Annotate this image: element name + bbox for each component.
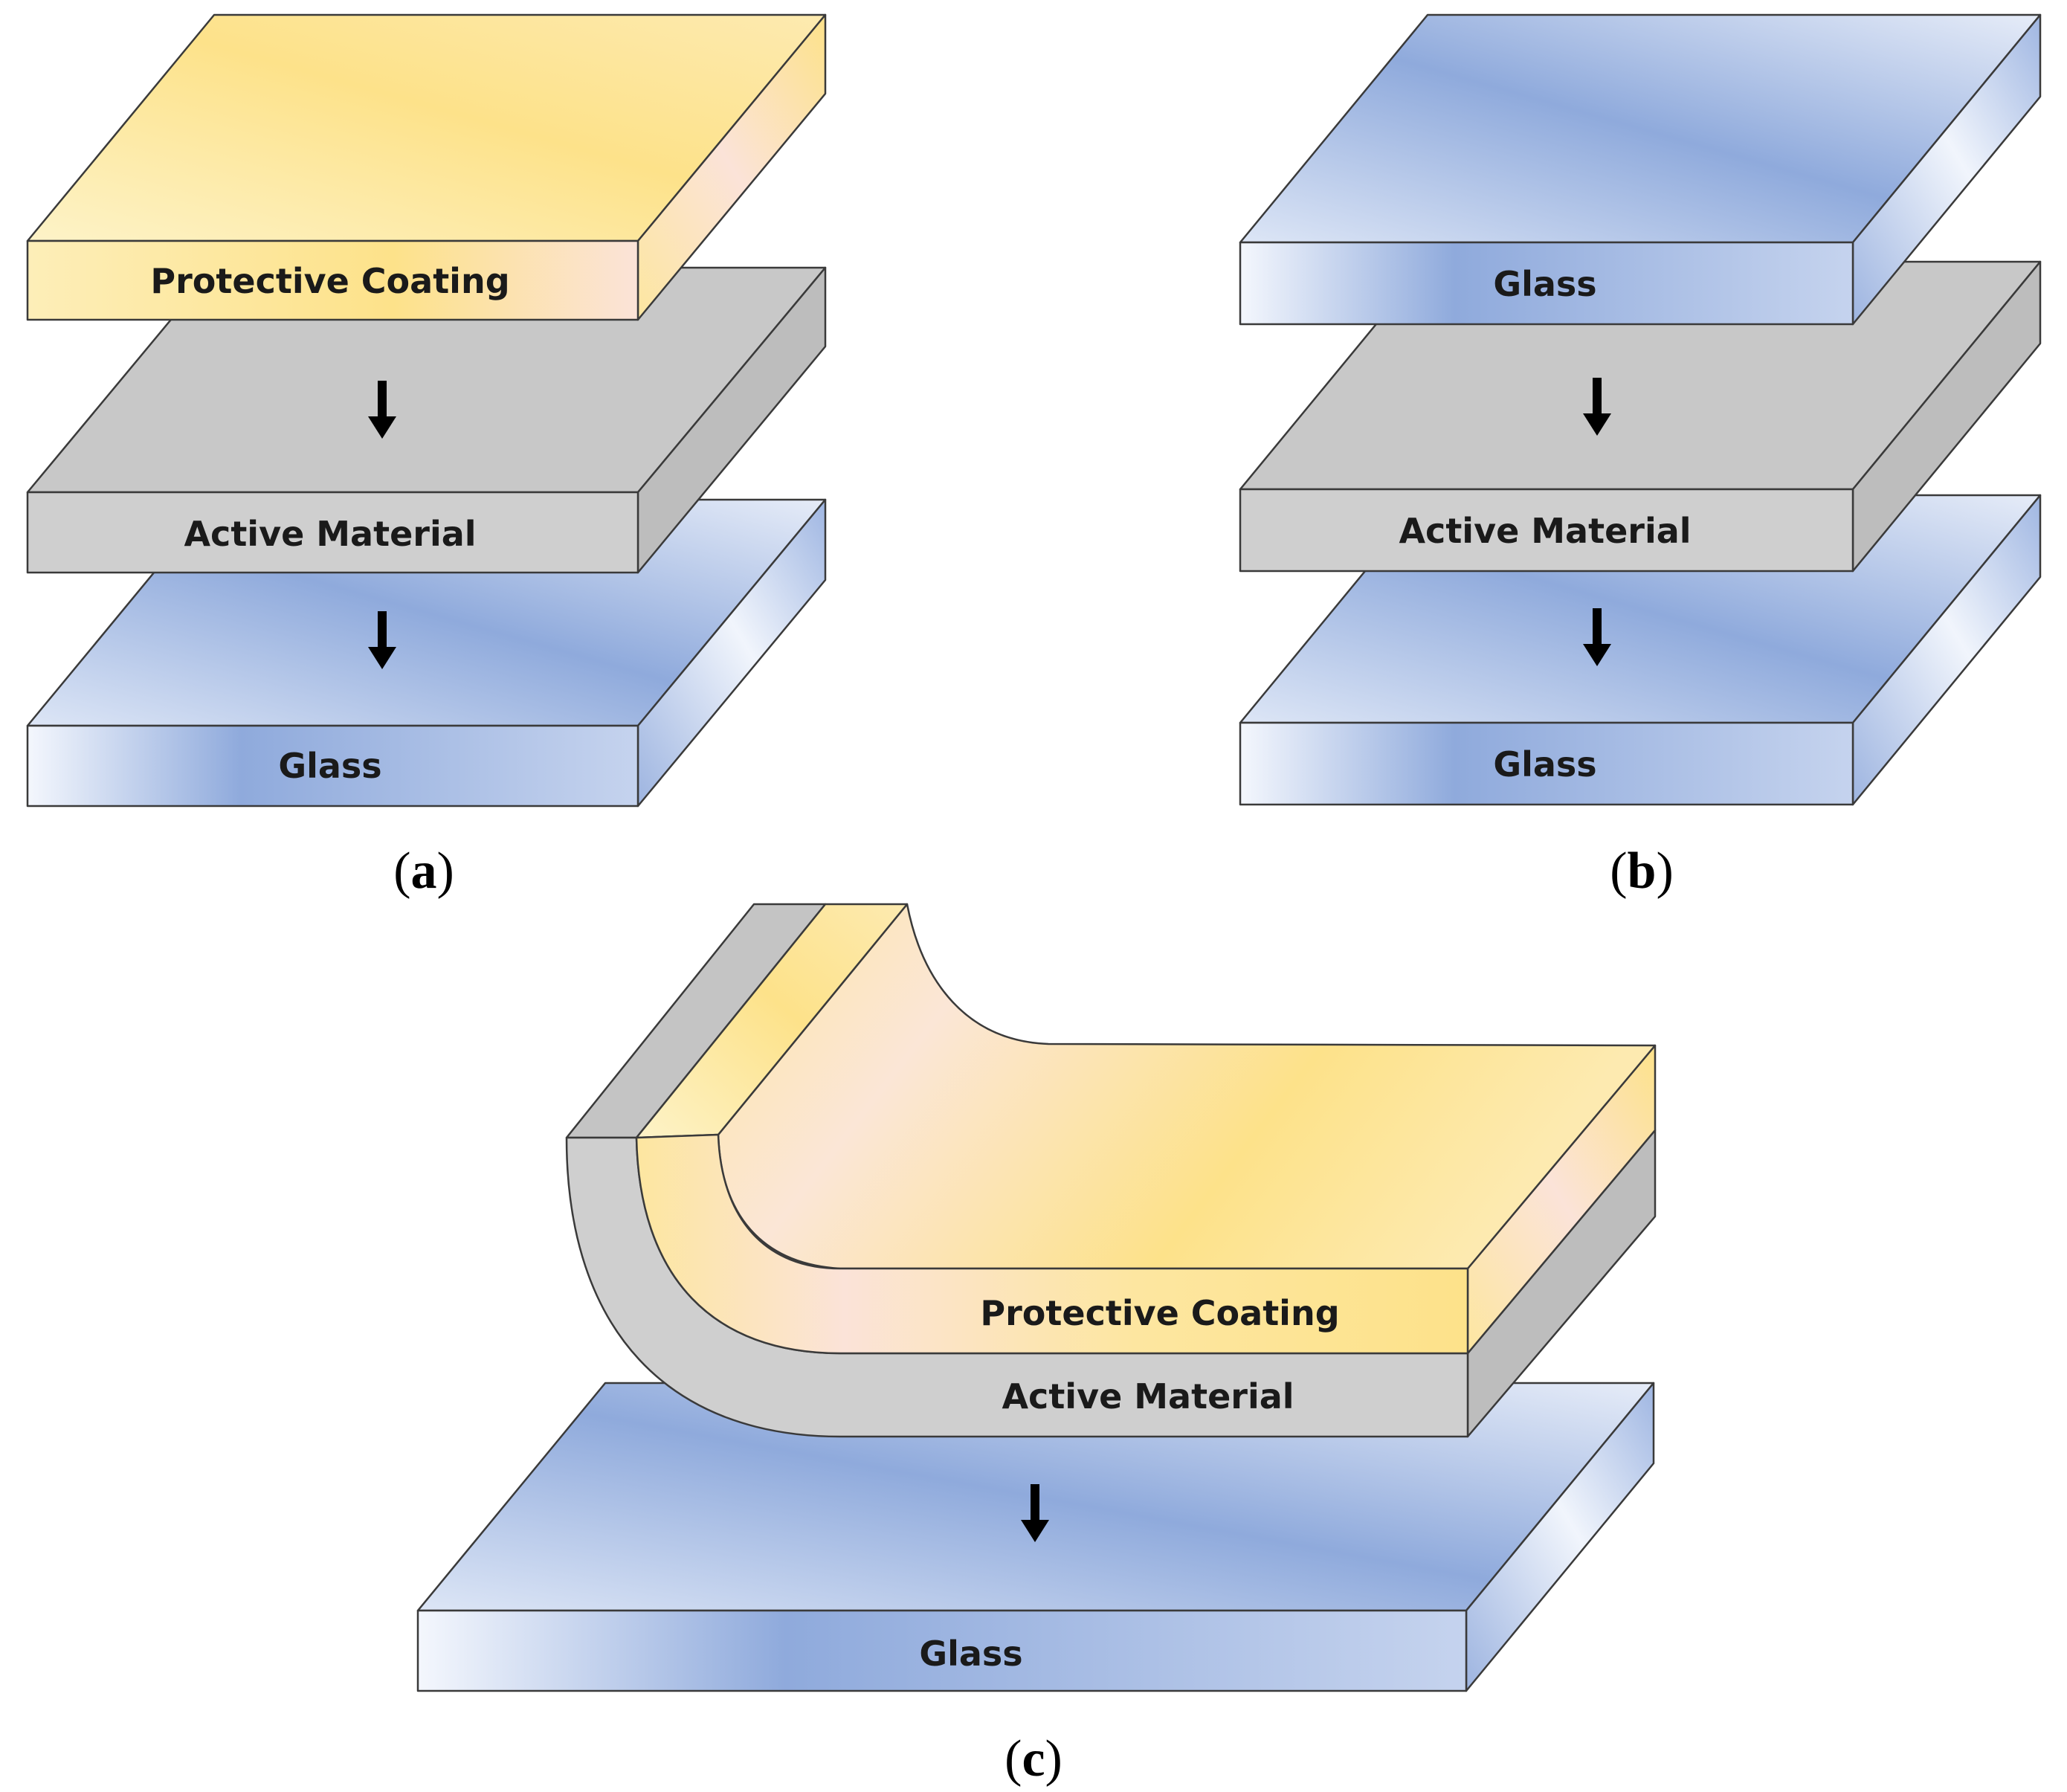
panel-b-caption: (b) xyxy=(1610,842,1674,900)
panel-a-arrow-1 xyxy=(368,381,396,439)
panel-c-label-active: Active Material xyxy=(1002,1376,1294,1416)
panel-c-arrow xyxy=(1021,1484,1049,1542)
panel-b-label-glass-bottom: Glass xyxy=(1493,744,1596,784)
panel-c-label-coating: Protective Coating xyxy=(980,1293,1339,1333)
panel-b-arrow-1 xyxy=(1583,378,1611,436)
panel-a-arrow-2 xyxy=(368,611,396,669)
panel-a-label-glass: Glass xyxy=(278,746,381,786)
panel-b-glass-slab-top xyxy=(1239,13,2042,326)
panel-b-label-active: Active Material xyxy=(1399,511,1691,551)
panel-a-coating-slab xyxy=(26,13,827,321)
panel-c-bent-laminate xyxy=(565,903,1657,1438)
panel-a-active-slab xyxy=(26,266,827,574)
panel-b-arrow-2 xyxy=(1583,608,1611,666)
panel-c-caption: (c) xyxy=(1005,1730,1062,1788)
panel-a-label-active: Active Material xyxy=(184,514,476,554)
panel-b: Glass Active Material Glass (b) xyxy=(1239,13,2042,900)
panel-a-label-coating: Protective Coating xyxy=(150,261,509,301)
panel-c: Protective Coating Active Material Glass… xyxy=(416,903,1657,1788)
panel-c-label-glass: Glass xyxy=(919,1634,1022,1674)
panel-b-label-glass-top: Glass xyxy=(1493,264,1596,304)
panel-a-caption: (a) xyxy=(393,842,454,900)
panel-a: Protective Coating Active Material Glass… xyxy=(26,13,827,900)
